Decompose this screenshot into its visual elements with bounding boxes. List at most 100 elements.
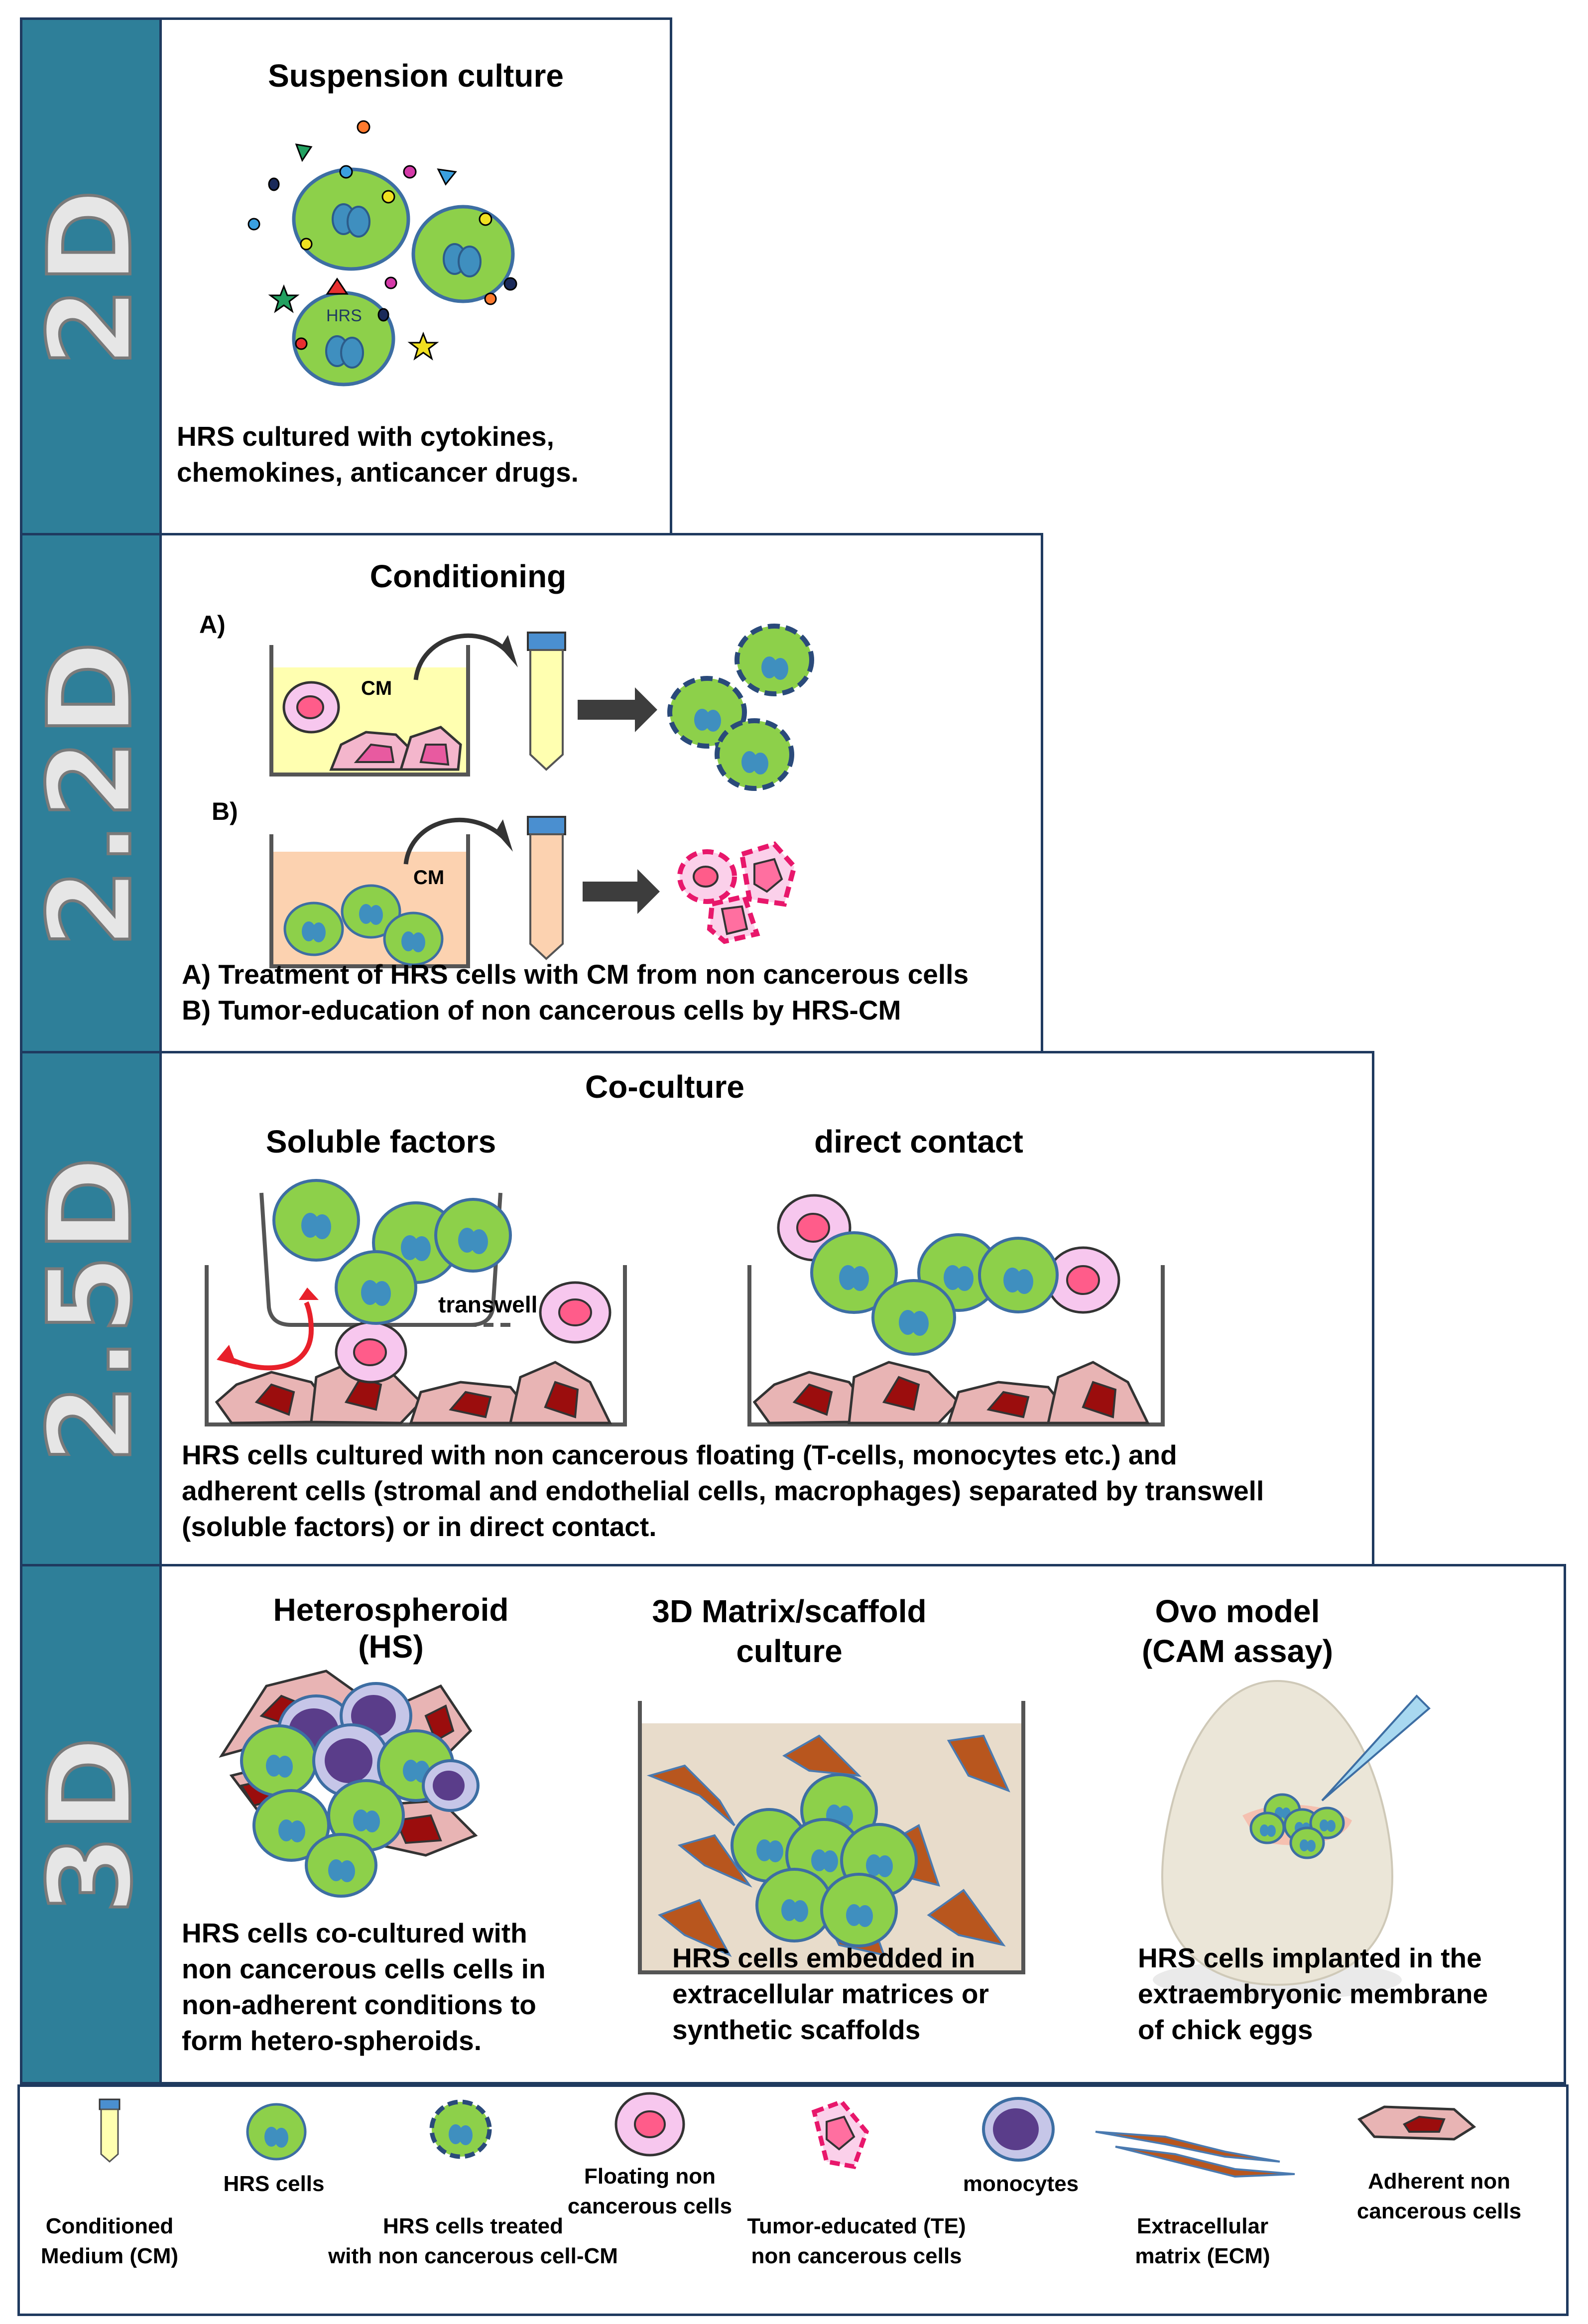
- caption-line: extracellular matrices or: [672, 1978, 989, 2009]
- cm-label-a: CM: [361, 677, 392, 699]
- panel-title-2-5d: Co-culture: [585, 1069, 744, 1105]
- floating-cell: [539, 1281, 611, 1344]
- tube-icon: [99, 2098, 121, 2163]
- hrs-cell: [283, 902, 344, 956]
- legend-label-hrs: HRS cells: [199, 2169, 349, 2199]
- tumor-educated-cell: [739, 841, 797, 907]
- legend-line: HRS cells: [223, 2172, 325, 2196]
- treated-hrs-cell: [667, 676, 747, 749]
- treated-hrs-cell-icon: [429, 2099, 492, 2159]
- adherent-cell-icon: [1357, 2105, 1476, 2141]
- caption-line: HRS cells co-cultured with: [182, 1918, 527, 1948]
- floating-cell: [282, 681, 340, 734]
- floating-cell-icon: [614, 2092, 685, 2157]
- legend-line: Adherent non: [1368, 2169, 1510, 2194]
- arrowhead: [299, 1288, 319, 1300]
- legend-line: with non cancerous cell-CM: [328, 2244, 618, 2268]
- legend-line: Floating non: [584, 2164, 716, 2189]
- caption-line: HRS cultured with cytokines,: [177, 421, 554, 452]
- col2-title-line: 3D Matrix/scaffold: [652, 1593, 927, 1629]
- legend-line: Conditioned: [45, 2214, 174, 2238]
- level-strip-2-5d: 2.5D: [20, 1051, 162, 1566]
- caption-line: A) Treatment of HRS cells with CM from n…: [182, 959, 969, 990]
- col2-title-line: culture: [736, 1633, 843, 1669]
- col3-title: Ovo model (CAM assay): [1123, 1591, 1352, 1671]
- panel-3d: Heterospheroid (HS) 3D Matrix/scaffold c…: [159, 1564, 1566, 2084]
- legend-line: HRS cells treated: [383, 2214, 563, 2238]
- monocyte-icon: [982, 2097, 1055, 2162]
- tube-icon: [527, 816, 566, 960]
- hrs-cell: [810, 1231, 898, 1314]
- label-b: B): [212, 797, 238, 825]
- co-culture-illustration: transwell: [205, 1179, 1165, 1426]
- adherent-cell: [215, 1371, 328, 1424]
- adherent-cell: [399, 726, 462, 771]
- hrs-cell-labeled: HRS: [292, 291, 395, 387]
- hrs-cell: [292, 167, 410, 271]
- legend-label-adherent: Adherent non cancerous cells: [1344, 2167, 1534, 2226]
- col3-title-line: Ovo model: [1155, 1593, 1320, 1629]
- level-strip-2-2d: 2.2D: [20, 533, 162, 1053]
- culture-dish-a: CM: [269, 645, 470, 776]
- molecules: [247, 120, 517, 361]
- tumor-educated-cell: [707, 894, 760, 944]
- caption-line: HRS cells embedded in: [672, 1942, 976, 1973]
- col1-title: Heterospheroid (HS): [273, 1592, 509, 1665]
- legend-line: Medium (CM): [40, 2244, 179, 2268]
- well-soluble-factors: transwell: [205, 1179, 627, 1426]
- panel-2d: Suspension culture HRS: [159, 17, 672, 535]
- tumor-educated-cell-icon: [811, 2099, 869, 2170]
- matrix-scaffold-well: [638, 1701, 1025, 1974]
- pipette-icon: [1321, 1694, 1431, 1802]
- hrs-cell: [1309, 1807, 1345, 1839]
- hrs-cell: [434, 1198, 512, 1273]
- caption-line: HRS cells implanted in the: [1138, 1942, 1482, 1973]
- caption-line: non cancerous cells cells in: [182, 1953, 546, 1984]
- hrs-cell: [1249, 1811, 1285, 1844]
- col2-caption: HRS cells embedded in extracellular matr…: [672, 1940, 1061, 2048]
- legend-label-ecm: Extracellular matrix (ECM): [1120, 2211, 1285, 2271]
- level-strip-3d: 3D: [20, 1564, 162, 2084]
- subtitle-soluble-factors: Soluble factors: [265, 1124, 496, 1160]
- ovo-model: [1153, 1679, 1431, 2000]
- tube-icon: [527, 632, 566, 771]
- caption-line: of chick eggs: [1138, 2014, 1313, 2045]
- treated-hrs-cell: [715, 718, 794, 791]
- legend-label-floating: Floating non cancerous cells: [560, 2162, 739, 2221]
- well-direct-contact: [747, 1194, 1165, 1426]
- adherent-cell: [508, 1361, 612, 1424]
- level-strip-2d: 2D: [20, 17, 162, 535]
- legend-label-monocytes: monocytes: [946, 2169, 1096, 2199]
- tumor-educated-cell: [677, 849, 737, 904]
- result-arrow: [578, 687, 657, 732]
- subtitle-direct-contact: direct contact: [814, 1124, 1023, 1160]
- level-label-3d: 3D: [23, 1732, 159, 1916]
- arrowhead: [217, 1345, 237, 1365]
- caption-2d: HRS cultured with cytokines, chemokines,…: [177, 418, 665, 490]
- adherent-cell: [752, 1371, 866, 1424]
- adherent-cell: [1046, 1361, 1150, 1424]
- panel-2-2d: Conditioning A) B) CM: [159, 533, 1043, 1053]
- hrs-cell: [871, 1279, 956, 1356]
- caption-line: non-adherent conditions to: [182, 1989, 536, 2020]
- caption-line: form hetero-spheroids.: [182, 2025, 482, 2056]
- transfer-arrow: [413, 633, 512, 680]
- legend-label-cm: Conditioned Medium (CM): [20, 2211, 199, 2271]
- transwell-label: transwell: [438, 1291, 537, 1317]
- legend-line: cancerous cells: [1356, 2199, 1522, 2223]
- col3-title-line: (CAM assay): [1141, 1633, 1334, 1669]
- caption-2-2d: A) Treatment of HRS cells with CM from n…: [182, 956, 1038, 1028]
- caption-2-5d: HRS cells cultured with non cancerous fl…: [182, 1437, 1367, 1545]
- level-label-2-2d: 2.2D: [23, 637, 159, 949]
- result-arrow: [583, 869, 660, 914]
- exchange-arrow: [220, 1301, 314, 1371]
- panel-title-2d: Suspension culture: [268, 58, 564, 94]
- adherent-cell: [848, 1361, 961, 1424]
- legend-line: Tumor-educated (TE): [747, 2214, 966, 2238]
- 3d-models-illustration: [219, 1670, 1431, 2000]
- caption-line: extraembryonic membrane: [1138, 1978, 1488, 2009]
- cm-label-b: CM: [413, 867, 444, 889]
- hrs-cell-icon: [246, 2103, 307, 2161]
- legend-line: matrix (ECM): [1135, 2244, 1270, 2268]
